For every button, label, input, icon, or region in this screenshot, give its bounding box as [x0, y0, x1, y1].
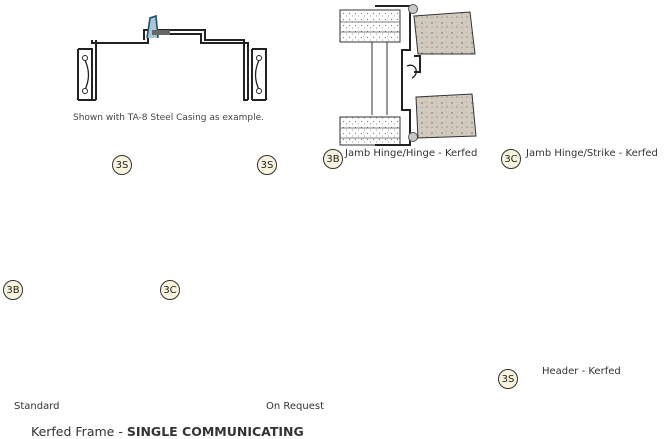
detail-jamb-hinge-label: Jamb Hinge/Hinge - Kerfed — [345, 148, 478, 159]
detail-jamb-hinge — [339, 4, 477, 146]
door-on-request-label: On Request — [266, 401, 325, 412]
footer-title-bold: SINGLE COMMUNICATING — [126, 424, 304, 439]
casing-caption: Shown with TA-8 Steel Casing as example. — [73, 113, 265, 123]
callout-3s-standard: 3S — [112, 155, 132, 175]
door-standard-label: Standard — [14, 401, 60, 412]
callout-3b-detail: 3B — [323, 149, 343, 169]
callout-3s-detail: 3S — [498, 369, 518, 389]
callout-3s-on-request: 3S — [257, 155, 277, 175]
steel-casing-profile — [77, 29, 267, 101]
footer-title: Kerfed Frame - SINGLE COMMUNICATING — [31, 424, 304, 439]
casing-hinge-clip — [146, 14, 170, 39]
detail-header-label: Header - Kerfed — [542, 366, 621, 377]
casing-fasteners — [82, 55, 262, 94]
callout-3b-door: 3B — [3, 280, 23, 300]
footer-title-prefix: Kerfed Frame - — [31, 424, 127, 439]
callout-3c-detail: 3C — [501, 149, 521, 169]
detail-jamb-strike-label: Jamb Hinge/Strike - Kerfed — [526, 148, 658, 159]
callout-3c-door: 3C — [160, 280, 180, 300]
